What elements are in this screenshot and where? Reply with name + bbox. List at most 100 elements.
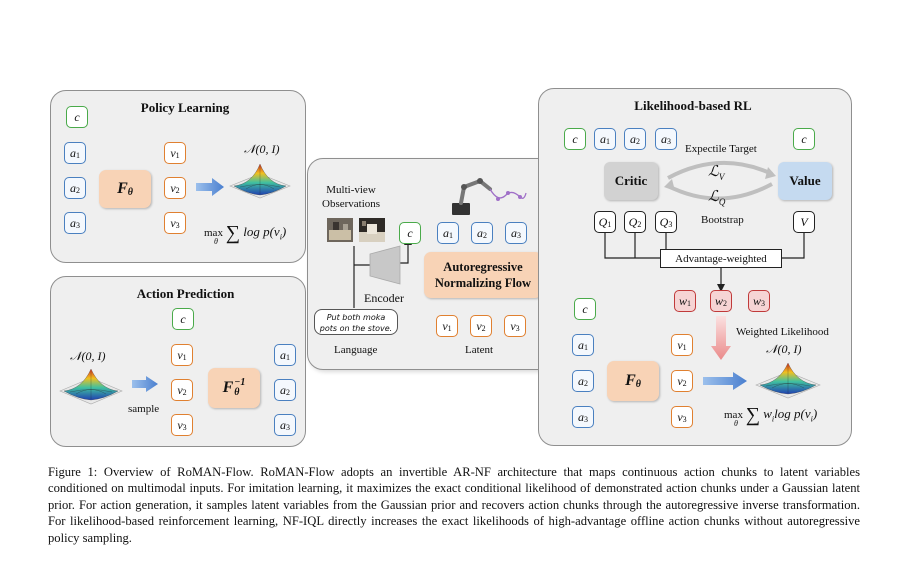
token-sub: 3 <box>286 423 290 432</box>
camera-view-image <box>359 218 385 242</box>
token-sub: 1 <box>682 343 687 352</box>
gaussian-prior-label: 𝒩(0, I) <box>244 142 280 156</box>
sample-label: sample <box>128 403 160 415</box>
token-label: a <box>443 225 449 240</box>
observations-label: Multi-view Observations <box>322 183 380 211</box>
token-sub: 3 <box>182 423 187 432</box>
token-label: a <box>70 215 76 230</box>
loss-sub: Q <box>718 197 726 207</box>
token-label: a <box>661 131 667 146</box>
token-sub: 3 <box>515 324 520 333</box>
token-sub: 3 <box>76 221 80 230</box>
token-label: a <box>578 373 584 388</box>
right-arrow-icon <box>703 372 747 390</box>
token-label: w <box>752 293 761 308</box>
expectile-label: Expectile Target <box>685 143 757 155</box>
token-sub: 3 <box>175 221 180 230</box>
objective-w: w <box>763 406 772 421</box>
token-label: v <box>442 318 448 333</box>
token-sub: 1 <box>175 151 180 160</box>
token-label: a <box>600 131 606 146</box>
token-label: c <box>801 131 807 146</box>
token-sub: 3 <box>668 220 673 229</box>
robot-arm-icon <box>452 178 527 215</box>
ar-nf-box: Autoregressive Normalizing Flow <box>424 252 542 298</box>
token-sub: 1 <box>76 151 80 160</box>
token-label: a <box>280 382 286 397</box>
token-label: v <box>170 145 176 160</box>
token-sub: 1 <box>449 231 453 240</box>
token-sub: 2 <box>76 186 80 195</box>
weighted-objective: max θ ∑ wilog p(vi) <box>724 404 818 428</box>
token-label: v <box>510 318 516 333</box>
token-sub: 1 <box>447 324 452 333</box>
token-sub: 2 <box>682 379 687 388</box>
loss-q-label: ℒQ <box>708 187 725 207</box>
token-sub: 3 <box>682 415 687 424</box>
token-label: v <box>170 180 176 195</box>
token-sub: 2 <box>175 186 180 195</box>
max-sub: θ <box>214 237 218 246</box>
token-label: v <box>476 318 482 333</box>
language-label: Language <box>334 344 378 356</box>
f-sub: θ <box>127 186 133 198</box>
condition-token: c <box>399 222 421 244</box>
objective-idx: i <box>771 414 775 424</box>
instruction-line-2: pots on the stove. <box>319 324 393 333</box>
condition-token: c <box>66 106 88 128</box>
flow-line-2: Normalizing Flow <box>434 276 532 290</box>
gaussian-prior-label: 𝒩(0, I) <box>70 349 106 363</box>
token-label: a <box>280 347 286 362</box>
token-label: c <box>407 225 413 240</box>
token-label: w <box>714 293 723 308</box>
max-label: max <box>204 227 223 239</box>
token-sub: 2 <box>584 379 588 388</box>
condition-token: c <box>793 128 815 150</box>
token-sub: 1 <box>606 137 610 146</box>
obs-line-2: Observations <box>322 198 381 210</box>
critic-box: Critic <box>604 162 658 200</box>
right-arrow-icon <box>196 178 224 196</box>
f-label: F <box>222 379 234 396</box>
max-sub: θ <box>734 419 738 428</box>
policy-learning-title: Policy Learning <box>140 100 230 115</box>
token-label: c <box>582 301 588 316</box>
f-label: F <box>117 180 128 197</box>
token-sub: 1 <box>286 353 290 362</box>
token-sub: 1 <box>607 220 612 229</box>
token-label: a <box>70 145 76 160</box>
latent-label: Latent <box>465 344 494 356</box>
objective-end: ) <box>812 406 818 421</box>
gaussian-surface-icon <box>755 362 821 399</box>
f-label: F <box>625 372 636 389</box>
encoder-label: Encoder <box>364 291 404 305</box>
objective-end: ) <box>281 224 287 239</box>
token-sub: 1 <box>687 299 691 308</box>
f-sub: θ <box>635 378 641 390</box>
token-sub: 3 <box>761 299 765 308</box>
token-label: V <box>800 214 808 229</box>
token-label: v <box>177 382 183 397</box>
max-label: max <box>724 409 743 421</box>
right-arrow-icon <box>132 376 158 392</box>
value-token: V <box>793 211 815 233</box>
